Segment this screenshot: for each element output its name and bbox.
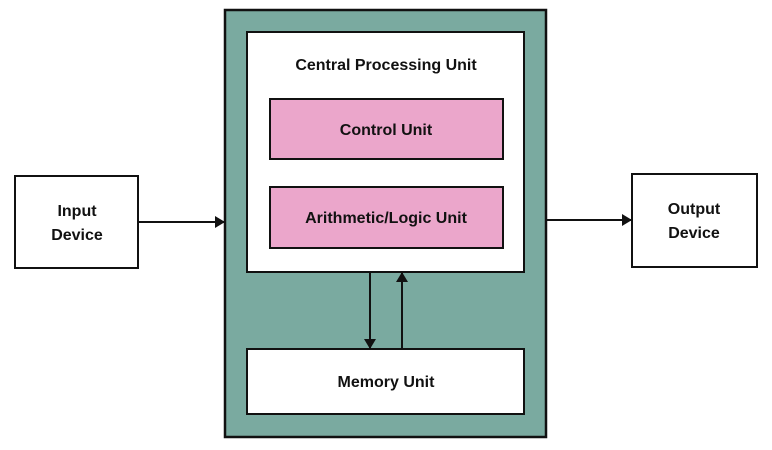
output-device-box <box>631 173 758 268</box>
memory-unit-box <box>246 348 525 415</box>
cpu-title: Central Processing Unit <box>295 57 477 74</box>
input-device-box <box>14 175 139 269</box>
alu-label: Arithmetic/Logic Unit <box>305 210 467 227</box>
memory-unit-label: Memory Unit <box>338 374 436 391</box>
output-device-label-line2: Device <box>668 225 720 242</box>
output-device-label-line1: Output <box>668 201 721 218</box>
input-device-label-line2: Device <box>51 227 103 244</box>
alu-box <box>269 186 504 249</box>
control-unit-label: Control Unit <box>340 122 433 139</box>
input-device-label-line1: Input <box>57 203 97 220</box>
control-unit-box <box>269 98 504 160</box>
